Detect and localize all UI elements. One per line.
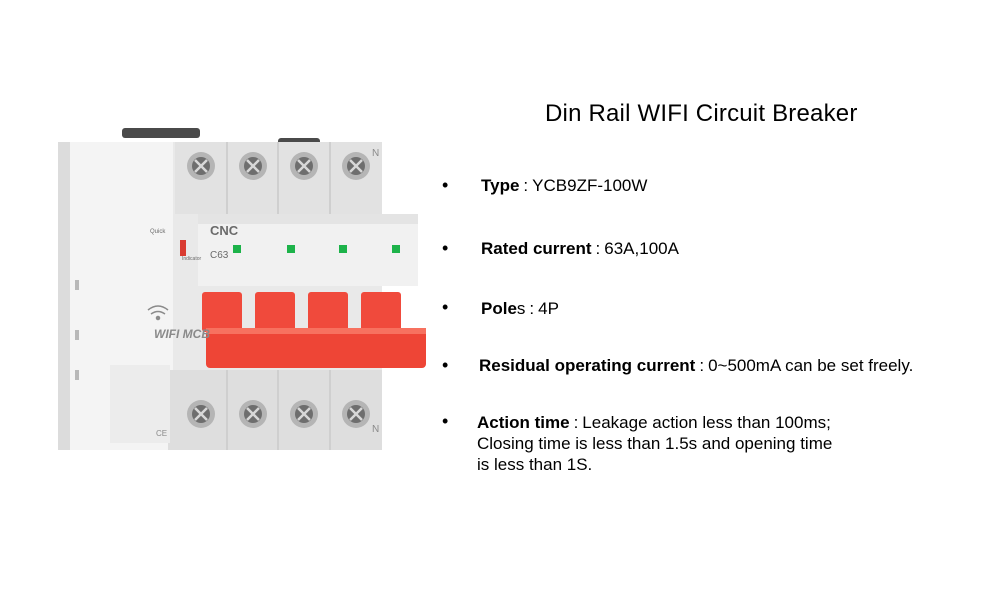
spec-type: Type:YCB9ZF-100W: [481, 175, 647, 196]
spec-residual-current-label: Residual operating current: [479, 356, 696, 375]
spec-action-time-line1: Action time:Leakage action less than 100…: [477, 412, 832, 433]
spec-action-time-value: Leakage action less than 100ms;: [582, 413, 831, 432]
spec-poles-label-suffix: s: [516, 299, 526, 318]
spec-residual-current-sep: :: [699, 356, 705, 375]
spec-type-sep: :: [523, 176, 529, 195]
bullet-rated-current: •: [442, 238, 449, 258]
ce-mark: CE: [156, 429, 167, 438]
spec-residual-current: Residual operating current:0~500mA can b…: [479, 355, 913, 376]
spec-action-time-line2: Closing time is less than 1.5s and openi…: [477, 434, 833, 453]
spec-rated-current-label: Rated current: [481, 239, 592, 258]
indicator-label: Indicator: [182, 256, 202, 262]
spec-rated-current-sep: :: [595, 239, 601, 258]
spec-action-time: Action time:Leakage action less than 100…: [477, 412, 832, 475]
bullet-poles: •: [442, 297, 449, 317]
spec-poles-label: Pole: [481, 299, 517, 318]
page-title: Din Rail WIFI Circuit Breaker: [545, 100, 858, 127]
rating-label: C63: [210, 250, 229, 261]
spec-action-time-sep: :: [573, 413, 579, 432]
neutral-mark-bottom: N: [372, 424, 379, 435]
bullet-type: •: [442, 175, 449, 195]
spec-action-time-line3: is less than 1S.: [477, 455, 593, 474]
brand-label: CNC: [210, 223, 239, 238]
spec-poles: Poles:4P: [481, 298, 559, 319]
wifi-icon: [147, 305, 169, 321]
spec-rated-current-value: 63A,100A: [604, 239, 679, 258]
spec-type-label: Type: [481, 176, 520, 195]
quick-label: Quick: [150, 229, 166, 235]
bullet-action-time: •: [442, 411, 449, 431]
spec-rated-current: Rated current:63A,100A: [481, 238, 679, 259]
spec-poles-sep: :: [529, 299, 535, 318]
bullet-residual-current: •: [442, 355, 449, 375]
spec-residual-current-value: 0~500mA can be set freely.: [708, 356, 914, 375]
neutral-mark-top: N: [372, 148, 379, 159]
circuit-breaker-image: CNC C63 WIFI MCB Quick Indicator N N CE: [58, 128, 426, 450]
spec-poles-value: 4P: [538, 299, 559, 318]
spec-action-time-label: Action time: [477, 413, 570, 432]
wifi-mcb-label: WIFI MCB: [154, 327, 210, 341]
spec-type-value: YCB9ZF-100W: [532, 176, 648, 195]
